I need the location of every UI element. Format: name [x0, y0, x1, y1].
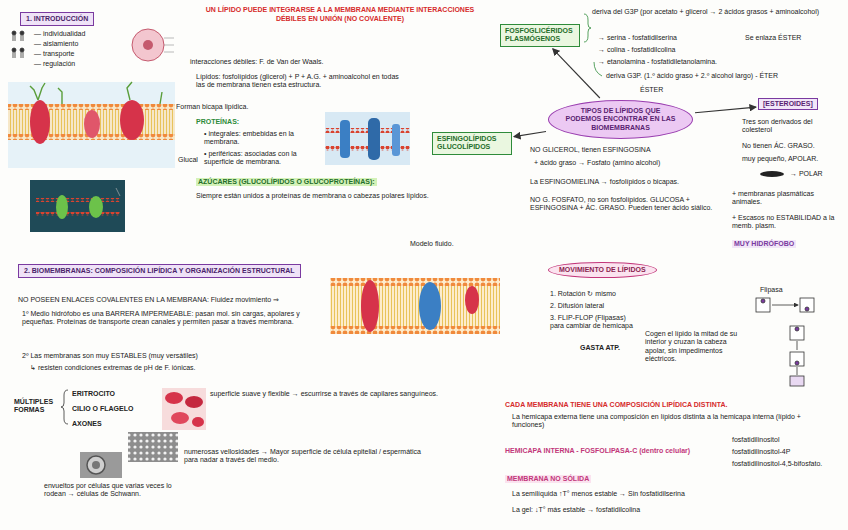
note-text: NO POSEEN ENLACES COVALENTES EN LA MEMBR… [18, 296, 338, 304]
cell-sphere [132, 29, 174, 61]
note-text: NO G. FOSFATO, no son fosfolípidos. GLUC… [530, 196, 725, 213]
note-text: CILIO O FLAGELO [72, 405, 133, 413]
note-text: PROTEÍNAS: [196, 118, 239, 126]
note-text: NO GLICEROL, tienen ESFINGOSINA [530, 146, 735, 154]
lipid-icons [12, 31, 24, 58]
note-text: La semilíquida ↑T° menos estable → Sin f… [512, 490, 822, 498]
note-text: fosfatidilinositol [732, 436, 779, 444]
note-text: La ESFINGOMIELINA → fosfolípidos o bicap… [530, 178, 735, 186]
note-text: deriva G3P. (1.º ácido graso + 2.º alcoh… [606, 72, 778, 80]
note-text: + membranas plasmáticas animales. [732, 190, 842, 207]
note-text: fosfatidilinositol-4,5-bifosfato. [732, 460, 842, 468]
note-text: numerosas vellosidades → Mayor superfici… [184, 448, 434, 465]
connector-arrow [695, 107, 756, 113]
node-text: FOSFOGLICÉRIDOS PLASMÓGENOS [505, 27, 575, 44]
note-text: → POLAR [790, 170, 823, 178]
note-text: interacciones débiles: F. de Van der Waa… [190, 58, 390, 66]
node-box: TIPOS DE LÍPIDOS QUE PODEMOS ENCONTRAR E… [548, 100, 693, 139]
note-text: No tienen ÁC. GRASO. [742, 142, 842, 150]
title-text: UN LÍPIDO PUEDE INTEGRARSE A LA MEMBRANA… [190, 6, 490, 24]
note-text: 1º Medio hidrófobo es una BARRERA IMPERM… [22, 310, 327, 327]
note-text: ↳ resisten condiciones extremas de pH de… [30, 364, 320, 372]
note-text: 1. Rotación ↻ mismo [550, 290, 616, 298]
note-text: — aislamiento [34, 40, 78, 48]
note-text: → etanolamina - fosfatidiletanolamina. [598, 58, 717, 66]
note-text: superficie suave y flexible → escurrirse… [210, 390, 460, 398]
note-text: Lípidos: fosfolípidos (glicerol) + P + A… [196, 73, 401, 90]
note-text: 2º Las membranas son muy ESTABLES (muy v… [22, 352, 322, 360]
cilia-picture [128, 432, 178, 462]
membrane-picture-dark [30, 180, 125, 232]
connector-arrow [553, 49, 600, 98]
note-text: — transporte [34, 50, 74, 58]
note-text: • periféricas: asociadas con la superfic… [204, 150, 319, 167]
axon-picture [80, 452, 122, 478]
erythrocyte-picture [162, 388, 206, 430]
note-text: AZÚCARES (GLUCOLÍPIDOS O GLUCOPROTEÍNAS)… [196, 178, 377, 186]
note-text: → colina - fosfatidilcolina [598, 46, 675, 54]
node-box: 1. INTRODUCCIÓN [20, 12, 94, 26]
note-text: CADA MEMBRANA TIENE UNA COMPOSICIÓN LIPÍ… [505, 401, 835, 409]
note-text: + Escasos no ESTABILIDAD a la memb. plas… [732, 214, 842, 231]
flip-flop-pictures [756, 298, 814, 386]
note-text: MÚLTIPLES FORMAS [14, 398, 60, 415]
note-text: Se enlaza ÉSTER [745, 34, 801, 42]
forms-bracket [61, 390, 68, 424]
node-text: [ESTEROIDES] [763, 100, 813, 108]
note-text: Glucal [178, 156, 198, 164]
sterol-mark [760, 171, 784, 177]
note-text: • integrales: embebidas en la membrana. [204, 130, 319, 147]
note-text: ERITROCITO [72, 390, 115, 398]
note-text: Modelo fluido. [410, 240, 454, 248]
note-text: + ácido graso → Fosfato (amino alcohol) [534, 159, 734, 167]
node-text: ESFINGOLÍPIDOS GLUCOLÍPIDOS [437, 135, 507, 152]
note-text: MUY HIDRÓFOBO [732, 240, 796, 248]
node-box: [ESTEROIDES] [758, 98, 818, 110]
fosfo-brace [584, 14, 602, 76]
node-text: TIPOS DE LÍPIDOS QUE PODEMOS ENCONTRAR E… [563, 107, 678, 132]
note-text: Forman bicapa lipídica. [176, 103, 248, 111]
note-text: La gel: ↓T° más estable → fosfatidilcoli… [512, 506, 822, 514]
membrane-picture [8, 82, 175, 168]
node-text: 1. INTRODUCCIÓN [26, 15, 88, 23]
note-text: 2. Difusión lateral [550, 302, 604, 310]
node-box: MOVIMIENTO DE LÍPIDOS [548, 262, 657, 278]
fluid-mosaic-picture [330, 278, 500, 334]
note-text: Cogen el lípido la mitad de su interior … [645, 330, 745, 364]
note-text: Flipasa [760, 286, 783, 294]
note-text: envueltos por células que varias veces l… [44, 482, 174, 499]
node-text: MOVIMIENTO DE LÍPIDOS [559, 266, 646, 274]
note-text: muy pequeño, APOLAR. [742, 155, 842, 163]
node-text: 2. BIOMEMBRANAS: COMPOSICIÓN LIPÍDICA Y … [24, 267, 295, 275]
note-text: Tres son derivados del colesterol [742, 118, 842, 135]
note-text: deriva del G3P (por acetato + glicerol →… [592, 8, 840, 16]
note-text: Siempre están unidos a proteínas de memb… [196, 192, 506, 200]
node-box: 2. BIOMEMBRANAS: COMPOSICIÓN LIPÍDICA Y … [18, 264, 301, 278]
note-text: fosfatidilinositol-4P [732, 448, 790, 456]
note-text: → serina - fosfatidilserina [598, 34, 677, 42]
note-text: — regulación [34, 60, 75, 68]
node-box: FOSFOGLICÉRIDOS PLASMÓGENOS [500, 24, 580, 47]
note-text: — individualidad [34, 30, 85, 38]
note-text: ÉSTER [640, 86, 663, 94]
note-text: 3. FLIP-FLOP (Flipasas) para cambiar de … [550, 314, 638, 331]
note-text: La hemicapa externa tiene una composició… [512, 413, 832, 430]
note-text: GASTA ATP. [580, 344, 620, 352]
note-text: AXONES [72, 420, 102, 428]
node-box: ESFINGOLÍPIDOS GLUCOLÍPIDOS [432, 132, 512, 155]
connector-arrow [514, 132, 546, 137]
note-text: HEMICAPA INTERNA - FOSFOLIPASA-C (dentro… [505, 447, 690, 455]
note-text: MEMBRANA NO SÓLIDA [505, 475, 591, 483]
channel-picture [325, 112, 410, 165]
